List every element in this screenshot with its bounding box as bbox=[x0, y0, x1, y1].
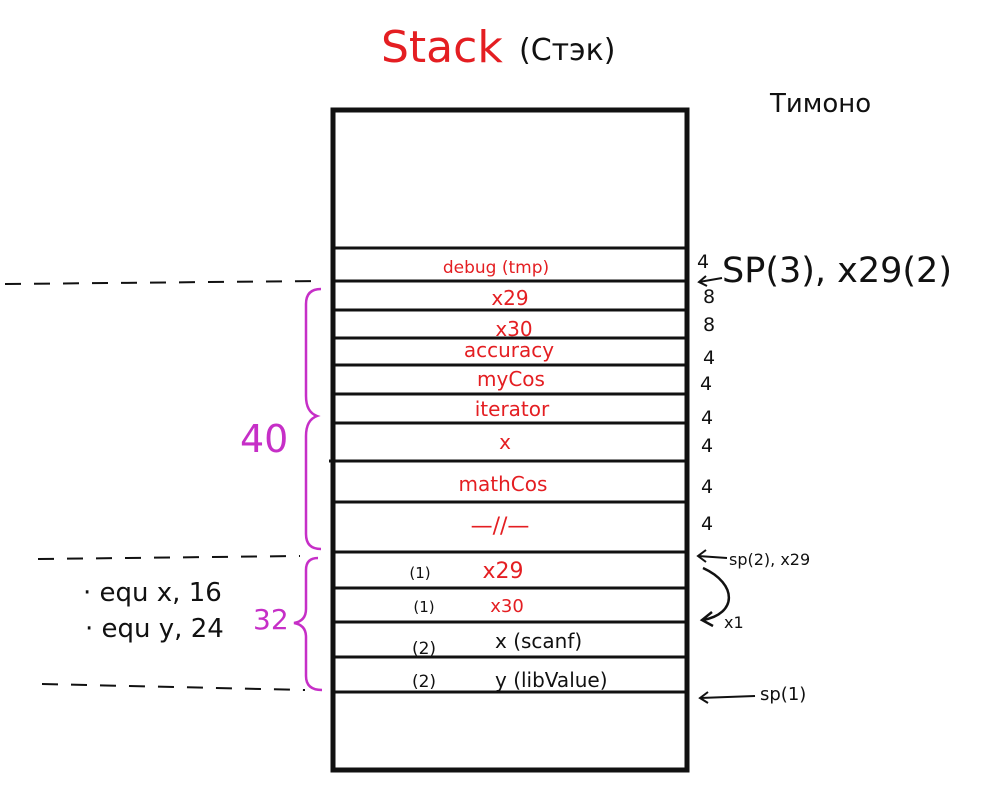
slot-label: x (scanf) bbox=[495, 629, 582, 653]
loop-arrow bbox=[699, 566, 730, 628]
slot-label: accuracy bbox=[464, 338, 554, 362]
lower-brace bbox=[293, 556, 323, 692]
slot-size: 4 bbox=[701, 476, 713, 498]
sp3-arrow bbox=[697, 275, 723, 287]
author-name: Тимоно bbox=[769, 89, 871, 119]
title-annotation: (Стэк) bbox=[519, 33, 615, 68]
slot-size: 4 bbox=[701, 407, 713, 429]
slot-size: 4 bbox=[701, 435, 713, 457]
slot-size: 4 bbox=[701, 513, 713, 535]
slot-size: 8 bbox=[703, 314, 715, 336]
title-text: Stack bbox=[381, 22, 503, 73]
sp2-arrow bbox=[696, 549, 728, 563]
equ-x-line: · equ x, 16 bbox=[83, 578, 222, 608]
equ-y-line: · equ y, 24 bbox=[85, 614, 224, 644]
sp1-arrow bbox=[698, 691, 756, 704]
slot-size: 4 bbox=[697, 251, 709, 273]
lower-total: 32 bbox=[253, 603, 289, 636]
slot-label: x30 bbox=[495, 317, 532, 341]
stack-frame bbox=[330, 107, 690, 773]
slot-label: mathCos bbox=[459, 472, 548, 496]
slot-size: 4 bbox=[703, 347, 715, 369]
slot-label: debug (tmp) bbox=[443, 258, 549, 278]
slot-order: (2) bbox=[412, 639, 436, 659]
boundary-lines bbox=[4, 280, 319, 691]
slot-label: x30 bbox=[490, 596, 524, 617]
slot-label: myCos bbox=[477, 367, 545, 391]
sp1-pointer-label: sp(1) bbox=[760, 684, 806, 705]
upper-total: 40 bbox=[240, 417, 288, 461]
slot-label: iterator bbox=[475, 397, 550, 421]
upper-brace bbox=[304, 287, 322, 551]
slot-order: (1) bbox=[413, 598, 434, 616]
sp2-pointer-label: sp(2), x29 bbox=[729, 550, 810, 569]
slot-label: x29 bbox=[482, 559, 523, 584]
slot-order: (1) bbox=[409, 564, 430, 582]
slot-label: x bbox=[499, 430, 511, 454]
slot-size: 4 bbox=[700, 373, 712, 395]
sp3-pointer-label: SP(3), x29(2) bbox=[722, 251, 952, 291]
slot-dividers bbox=[329, 246, 687, 694]
slot-order: (2) bbox=[412, 672, 436, 692]
slot-label: x29 bbox=[491, 286, 528, 310]
loop-label: x1 bbox=[724, 613, 744, 632]
slot-size: 8 bbox=[703, 286, 715, 308]
slot-label: y (libValue) bbox=[495, 668, 608, 692]
slot-label: —//— bbox=[471, 514, 530, 539]
